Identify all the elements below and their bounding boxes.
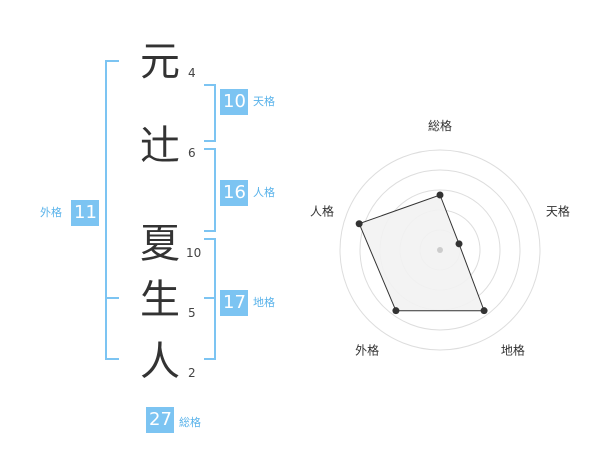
name-char-1: 元 [140,39,180,85]
stroke-count-3: 10 [186,246,202,260]
stroke-count-2: 6 [188,146,196,160]
jinkaku-label: 人格 [253,186,275,199]
radar-ring-5 [339,149,541,351]
name-char-4: 生 [140,277,180,323]
jinkaku-badge: 16 [220,180,248,206]
radar-point-5 [355,220,363,228]
radar-point-2 [455,240,463,248]
tenkaku-label: 天格 [253,95,275,108]
radar-axis-label-3: 地格 [501,342,525,357]
tenkaku-bracket [204,84,216,142]
radar-point-3 [480,307,488,315]
radar-ring-4 [359,169,521,331]
radar-axis-label-2: 天格 [546,204,570,219]
stroke-count-4: 5 [188,306,196,320]
name-char-3: 夏 [140,221,180,267]
stroke-count-5: 2 [188,366,196,380]
radar-polygon [358,194,485,312]
radar-point-4 [392,307,400,315]
chikaku-bracket [204,238,216,360]
radar-point-1 [436,191,444,199]
radar-axis-label-1: 総格 [428,118,452,133]
tenkaku-badge: 10 [220,89,248,115]
radar-axis-label-4: 外格 [355,342,379,357]
gaikaku-label: 外格 [40,206,62,219]
name-char-2: 辻 [140,123,180,169]
jinkaku-bracket [204,148,216,232]
radar-axis-label-5: 人格 [310,204,334,219]
chikaku-label: 地格 [253,296,275,309]
name-char-5: 人 [140,339,180,385]
soukaku-label: 総格 [179,416,201,429]
gaikaku-badge: 11 [71,200,99,226]
gaikaku-bracket [105,60,119,360]
gaikaku-bracket-divider [107,297,119,299]
chikaku-bracket-divider [204,297,216,299]
soukaku-badge: 27 [146,407,174,433]
stroke-count-1: 4 [188,66,196,80]
radar-center-dot [437,247,443,253]
chikaku-badge: 17 [220,290,248,316]
